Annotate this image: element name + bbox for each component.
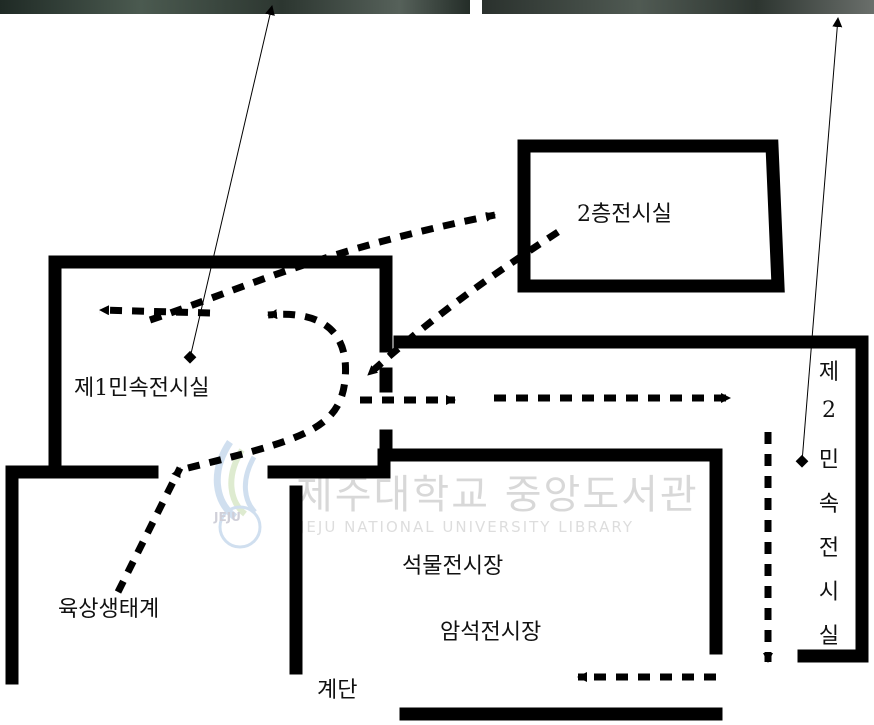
wall-terrestrial-room	[5, 465, 159, 685]
label-folk2-char: 실	[818, 624, 840, 649]
label-folk2-char: 시	[818, 580, 840, 605]
route-arrow-from-second-floor	[365, 229, 560, 378]
route-arrow-up	[114, 466, 184, 594]
logo-text: JEJU	[214, 510, 241, 524]
route-arrow-loop	[187, 309, 350, 472]
route-arrow-left	[99, 305, 211, 317]
wall-second-floor-room	[517, 139, 785, 293]
pointer-dot-folk2	[795, 454, 809, 468]
pointer-line-folk2	[801, 17, 843, 463]
label-folk1: 제1민속전시실	[74, 376, 210, 401]
label-folk2-char: 민	[818, 448, 840, 473]
route-arrow-to-second-floor	[148, 211, 496, 324]
label-folk2-char: 전	[818, 536, 840, 561]
pointer-dot-folk1	[183, 350, 197, 364]
wall-folk2-room	[393, 335, 869, 663]
label-rock: 암석전시장	[440, 620, 542, 645]
wall-folk1-room	[48, 255, 393, 472]
watermark-title: 제주대학교 중앙도서관	[296, 472, 699, 518]
label-second-floor: 2층전시실	[577, 202, 672, 227]
label-folk2-char: 제	[818, 360, 840, 385]
photo-strip-right	[482, 0, 874, 14]
label-stairs: 계단	[317, 678, 358, 703]
label-mineral: 석물전시장	[402, 554, 504, 579]
label-folk2-char: 속	[818, 492, 840, 517]
library-watermark: JEJU 제주대학교 중앙도서관 JEJU NATIONAL UNIVERSIT…	[190, 432, 697, 552]
label-terrestrial: 육상생태계	[58, 597, 160, 622]
pointer-line-folk1	[189, 5, 275, 359]
photo-strip-left	[0, 0, 470, 14]
watermark-subtitle: JEJU NATIONAL UNIVERSITY LIBRARY	[300, 518, 634, 536]
label-folk2-char: 2	[822, 398, 836, 423]
